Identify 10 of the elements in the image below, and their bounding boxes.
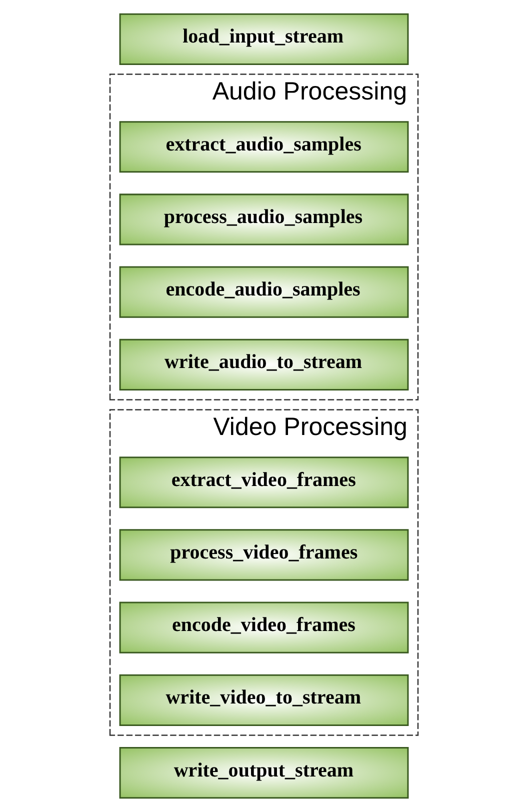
node-box: write_audio_to_stream [119, 338, 409, 390]
node-box: encode_video_frames [119, 602, 409, 654]
node-box: process_video_frames [119, 529, 409, 581]
node-box: extract_video_frames [119, 456, 409, 508]
node-box: extract_audio_samples [119, 121, 409, 173]
node-box: load_input_stream [119, 13, 409, 65]
node-box: process_audio_samples [119, 194, 409, 246]
node-box: write_output_stream [119, 747, 409, 799]
node-box: encode_audio_samples [119, 266, 409, 318]
node-box: write_video_to_stream [119, 674, 409, 726]
